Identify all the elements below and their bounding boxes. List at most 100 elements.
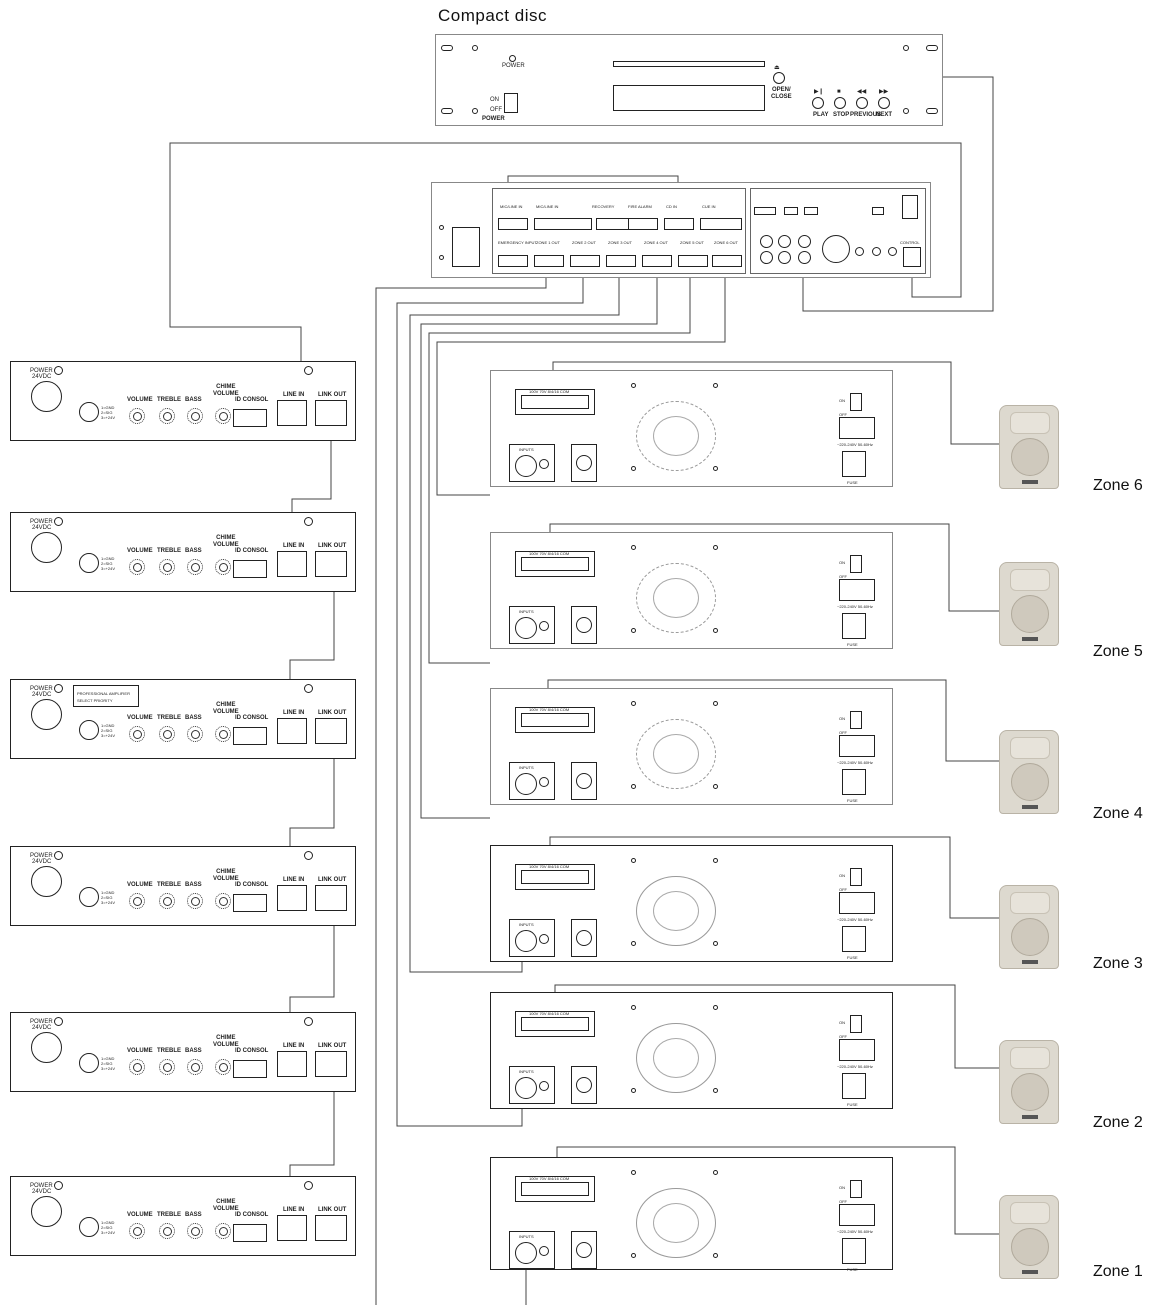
link-out-port[interactable] — [315, 400, 347, 426]
priority-switch[interactable] — [754, 207, 776, 215]
open-close-button[interactable] — [773, 72, 785, 84]
chime-volume-knob[interactable] — [215, 726, 231, 742]
gain-knob[interactable] — [855, 247, 864, 256]
power-switch[interactable] — [850, 393, 862, 411]
xlr-input[interactable] — [515, 617, 537, 639]
rca-jack[interactable] — [798, 251, 811, 264]
xlr-input[interactable] — [515, 773, 537, 795]
zone5-out-jack[interactable] — [678, 255, 708, 267]
bass-knob[interactable] — [187, 408, 203, 424]
line-in-port[interactable] — [277, 1051, 307, 1077]
treble-knob[interactable] — [159, 559, 175, 575]
microphone-socket[interactable] — [31, 532, 62, 563]
chime-volume-knob[interactable] — [215, 1059, 231, 1075]
microphone-socket[interactable] — [31, 866, 62, 897]
volume-knob[interactable] — [129, 1059, 145, 1075]
control-port[interactable] — [903, 247, 921, 267]
link-jack[interactable] — [576, 773, 592, 789]
power-inlet[interactable] — [452, 227, 480, 267]
chime-volume-knob[interactable] — [215, 559, 231, 575]
input-jack-1[interactable] — [498, 218, 528, 230]
chime-volume-knob[interactable] — [215, 893, 231, 909]
treble-knob[interactable] — [159, 1059, 175, 1075]
xlr-input[interactable] — [515, 930, 537, 952]
link-out-port[interactable] — [315, 718, 347, 744]
fuse-holder[interactable] — [842, 613, 866, 639]
power-switch[interactable] — [850, 1180, 862, 1198]
link-out-port[interactable] — [315, 1051, 347, 1077]
bass-knob[interactable] — [187, 893, 203, 909]
rca-jack[interactable] — [760, 235, 773, 248]
link-jack[interactable] — [576, 1242, 592, 1258]
speaker-terminals[interactable] — [521, 395, 589, 409]
power-switch[interactable] — [504, 93, 518, 113]
line-in-port[interactable] — [277, 1215, 307, 1241]
play-button[interactable] — [812, 97, 824, 109]
volume-knob[interactable] — [129, 726, 145, 742]
power-switch[interactable] — [850, 1015, 862, 1033]
fuse-holder[interactable] — [902, 195, 918, 219]
link-jack[interactable] — [576, 930, 592, 946]
input-jack-2[interactable] — [534, 218, 592, 230]
microphone-socket[interactable] — [31, 699, 62, 730]
fuse-holder[interactable] — [842, 451, 866, 477]
previous-button[interactable] — [856, 97, 868, 109]
disc-tray-slot[interactable] — [613, 61, 765, 67]
dip-switch[interactable] — [872, 207, 884, 215]
input-jack-4[interactable] — [628, 218, 658, 230]
line-in-port[interactable] — [277, 551, 307, 577]
microphone-socket[interactable] — [31, 1196, 62, 1227]
xlr-connector[interactable] — [79, 720, 99, 740]
rca-jack[interactable] — [760, 251, 773, 264]
jack-input[interactable] — [539, 1246, 549, 1256]
speaker-terminals[interactable] — [521, 1182, 589, 1196]
stop-button[interactable] — [834, 97, 846, 109]
link-jack[interactable] — [576, 1077, 592, 1093]
zone6-out-jack[interactable] — [712, 255, 742, 267]
xlr-connector[interactable] — [79, 553, 99, 573]
xlr-connector[interactable] — [79, 402, 99, 422]
xlr-connector[interactable] — [79, 1217, 99, 1237]
zone2-out-jack[interactable] — [570, 255, 600, 267]
zone4-out-jack[interactable] — [642, 255, 672, 267]
chime-volume-knob[interactable] — [215, 408, 231, 424]
volume-knob[interactable] — [129, 559, 145, 575]
xlr-input[interactable] — [515, 1242, 537, 1264]
bass-knob[interactable] — [187, 559, 203, 575]
line-in-port[interactable] — [277, 885, 307, 911]
zone1-out-jack[interactable] — [534, 255, 564, 267]
link-out-port[interactable] — [315, 1215, 347, 1241]
link-jack[interactable] — [576, 617, 592, 633]
rca-jack[interactable] — [778, 235, 791, 248]
gain-knob[interactable] — [888, 247, 897, 256]
power-switch[interactable] — [850, 711, 862, 729]
dip-switch[interactable] — [804, 207, 818, 215]
dip-switch[interactable] — [784, 207, 798, 215]
treble-knob[interactable] — [159, 1223, 175, 1239]
treble-knob[interactable] — [159, 893, 175, 909]
power-switch[interactable] — [850, 555, 862, 573]
link-jack[interactable] — [576, 455, 592, 471]
input-jack-5[interactable] — [664, 218, 694, 230]
jack-input[interactable] — [539, 934, 549, 944]
bass-knob[interactable] — [187, 726, 203, 742]
xlr-connector[interactable] — [79, 1053, 99, 1073]
link-out-port[interactable] — [315, 551, 347, 577]
xlr-input[interactable] — [515, 455, 537, 477]
treble-knob[interactable] — [159, 408, 175, 424]
bass-knob[interactable] — [187, 1059, 203, 1075]
rca-jack[interactable] — [798, 235, 811, 248]
microphone-socket[interactable] — [31, 381, 62, 412]
jack-input[interactable] — [539, 459, 549, 469]
line-in-port[interactable] — [277, 400, 307, 426]
xlr-input[interactable] — [515, 1077, 537, 1099]
zone3-out-jack[interactable] — [606, 255, 636, 267]
speaker-terminals[interactable] — [521, 713, 589, 727]
treble-knob[interactable] — [159, 726, 175, 742]
jack-input[interactable] — [539, 621, 549, 631]
chime-volume-knob[interactable] — [215, 1223, 231, 1239]
link-out-port[interactable] — [315, 885, 347, 911]
xlr-mic-input[interactable] — [822, 235, 850, 263]
volume-knob[interactable] — [129, 893, 145, 909]
volume-knob[interactable] — [129, 1223, 145, 1239]
